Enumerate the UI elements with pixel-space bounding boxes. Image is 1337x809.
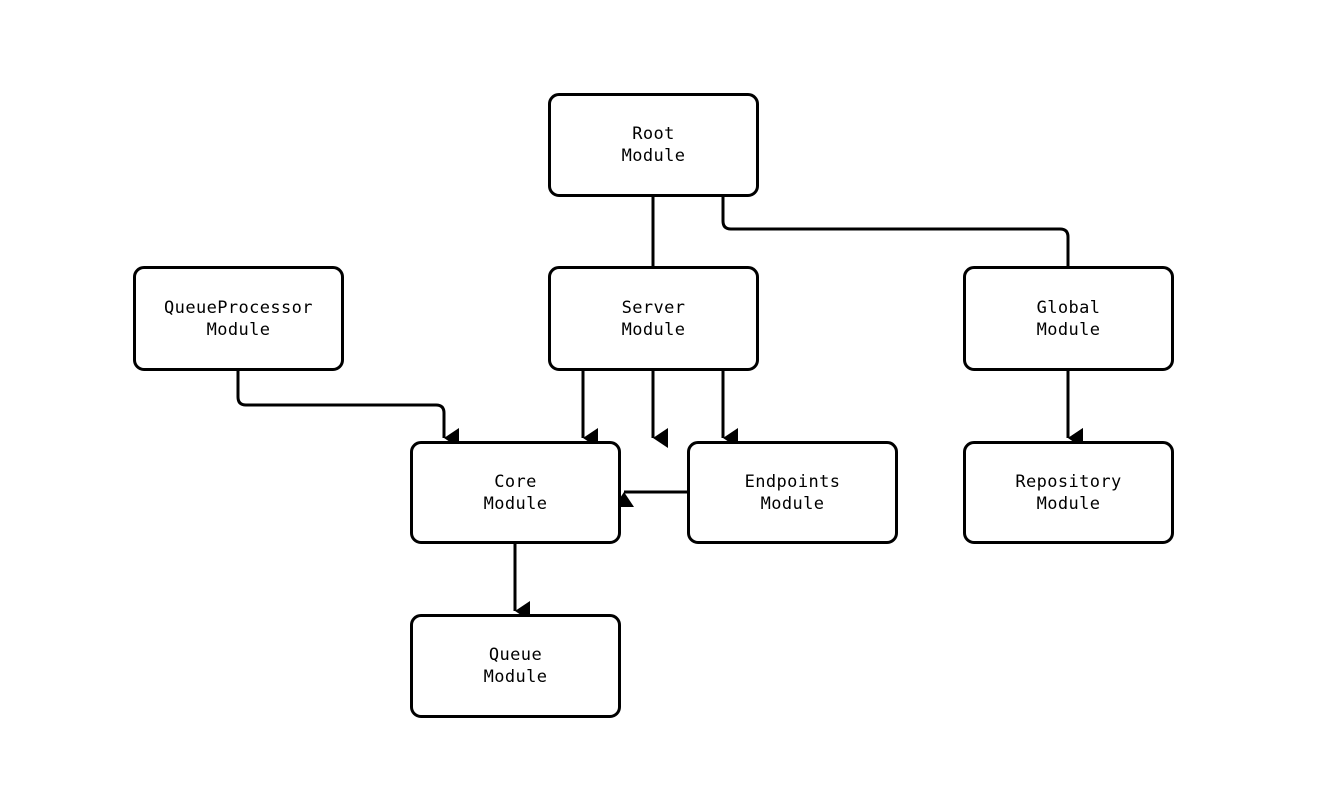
- node-root[interactable]: Root Module: [548, 93, 759, 197]
- node-endpoints-title: Endpoints: [744, 471, 841, 492]
- node-queueprocessor[interactable]: QueueProcessor Module: [133, 266, 344, 371]
- node-core-subtitle: Module: [483, 493, 548, 514]
- edge-root-global: [721, 197, 1083, 448]
- node-queue[interactable]: Queue Module: [410, 614, 621, 718]
- node-server-title: Server: [621, 297, 686, 318]
- node-root-title: Root: [632, 124, 675, 144]
- node-repository-title: Repository: [1015, 471, 1122, 492]
- node-root-subtitle: Module: [621, 146, 686, 166]
- node-queue-title: Queue: [488, 645, 543, 665]
- node-server[interactable]: Server Module: [548, 266, 759, 371]
- node-global[interactable]: Global Module: [963, 266, 1174, 371]
- node-endpoints[interactable]: Endpoints Module: [687, 441, 898, 544]
- edges-group: [236, 197, 1083, 621]
- node-global-title: Global: [1036, 297, 1101, 318]
- edge-queueprocessor-core: [236, 371, 459, 448]
- node-endpoints-subtitle: Module: [760, 493, 825, 514]
- node-repository-subtitle: Module: [1036, 493, 1101, 514]
- node-core-title: Core: [494, 471, 537, 492]
- node-repository[interactable]: Repository Module: [963, 441, 1174, 544]
- node-global-subtitle: Module: [1036, 319, 1101, 340]
- node-server-subtitle: Module: [621, 319, 686, 340]
- node-queue-subtitle: Module: [483, 667, 548, 687]
- node-queueprocessor-subtitle: Module: [206, 319, 271, 340]
- node-queueprocessor-title: QueueProcessor: [164, 297, 313, 318]
- node-core[interactable]: Core Module: [410, 441, 621, 544]
